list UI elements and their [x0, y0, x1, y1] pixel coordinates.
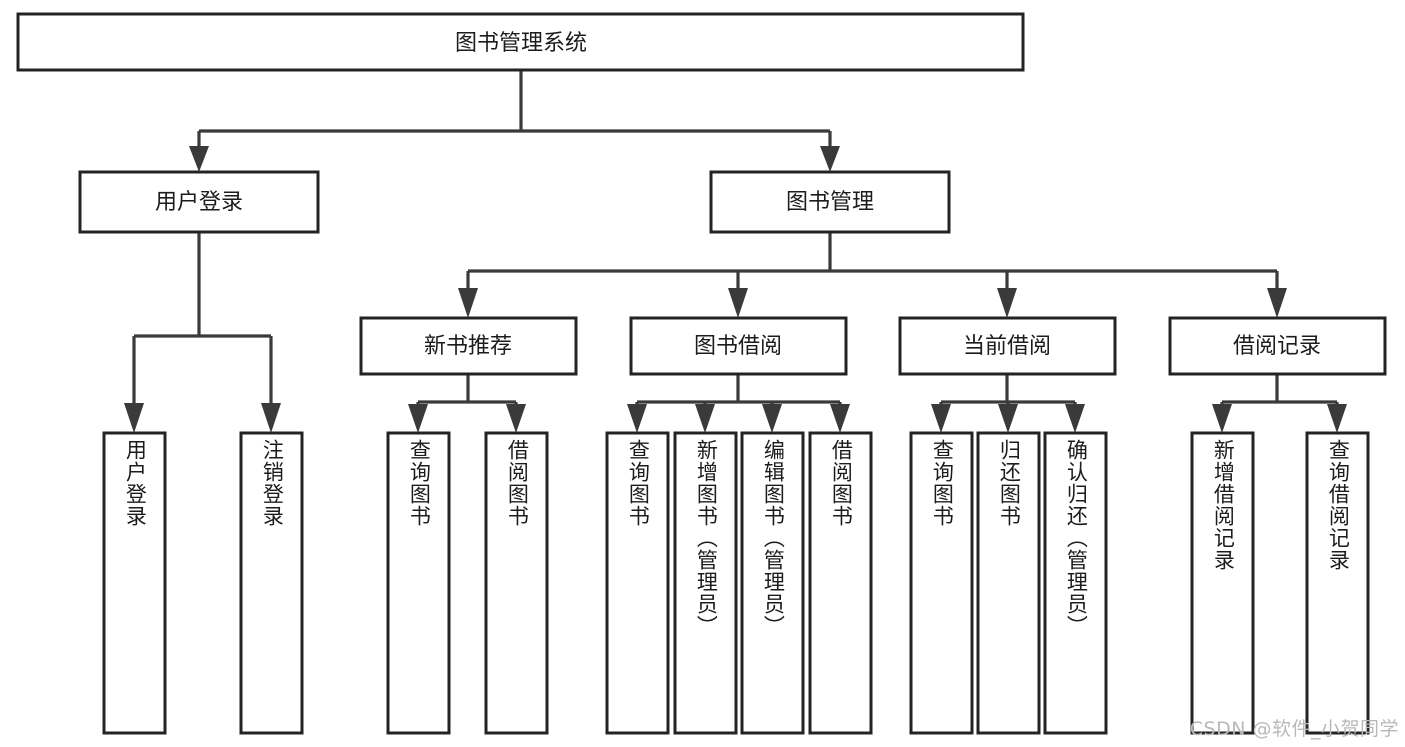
arrow-root-to-user-login [189, 146, 209, 172]
leaf-new-book-2-box [484, 431, 549, 735]
node-book-management[interactable]: 图书管理 [709, 170, 951, 234]
leaf-book-borrow-1[interactable]: 查询图书 [605, 431, 670, 735]
leaf-user-login-2-box [239, 431, 304, 735]
connector-group-user-login [124, 232, 281, 433]
leaf-book-borrow-3-label: 编辑图书（管理员） [761, 439, 786, 637]
leaf-user-login-1[interactable]: 用户登录 [102, 431, 167, 735]
leaf-user-login-2[interactable]: 注销登录 [239, 431, 304, 735]
leaf-user-login-1-label: 用户登录 [123, 439, 148, 527]
leaf-current-borrow-1[interactable]: 查询图书 [909, 431, 974, 735]
node-root-box [16, 12, 1025, 72]
leaf-borrow-record-1[interactable]: 新增借阅记录 [1190, 431, 1255, 735]
arrow-root-to-book-mgmt [820, 146, 840, 172]
node-book-management-label: 图书管理 [786, 190, 874, 215]
leaf-new-book-1-label: 查询图书 [407, 439, 432, 527]
node-book-borrow-box [629, 316, 848, 376]
node-user-login-box [78, 170, 320, 234]
leaf-borrow-record-2-label: 查询借阅记录 [1326, 439, 1351, 571]
leaf-current-borrow-3[interactable]: 确认归还（管理员） [1043, 431, 1108, 735]
arrow-user-login-leaf-1 [124, 403, 144, 433]
node-borrow-record-label: 借阅记录 [1233, 334, 1321, 359]
connector-group-book-mgmt [458, 232, 1287, 318]
arrow-newbook-leaf-1 [408, 404, 428, 433]
node-current-borrow-box [898, 316, 1117, 376]
leaf-book-borrow-1-label: 查询图书 [626, 439, 651, 527]
arrow-current-leaf-1 [931, 404, 951, 433]
leaf-current-borrow-2[interactable]: 归还图书 [976, 431, 1041, 735]
node-book-management-box [709, 170, 951, 234]
node-new-book-recommend[interactable]: 新书推荐 [359, 316, 578, 376]
leaf-book-borrow-2-box [673, 431, 738, 735]
node-root-book-management-system[interactable]: 图书管理系统 [16, 12, 1025, 72]
leaf-borrow-record-1-box [1190, 431, 1255, 735]
arrow-book-mgmt-borrow [728, 288, 748, 318]
node-root-label: 图书管理系统 [455, 31, 587, 56]
node-borrow-record[interactable]: 借阅记录 [1168, 316, 1387, 376]
leaf-current-borrow-1-box [909, 431, 974, 735]
arrow-borrow-leaf-2 [695, 404, 715, 433]
leaf-new-book-2-label: 借阅图书 [505, 439, 530, 527]
node-book-borrow[interactable]: 图书借阅 [629, 316, 848, 376]
leaf-new-book-1-box [386, 431, 451, 735]
leaf-book-borrow-2[interactable]: 新增图书（管理员） [673, 431, 738, 735]
leaf-current-borrow-2-box [976, 431, 1041, 735]
arrow-book-mgmt-current [997, 288, 1017, 318]
arrow-book-mgmt-record [1267, 288, 1287, 318]
leaf-borrow-record-1-label: 新增借阅记录 [1211, 439, 1236, 571]
leaf-current-borrow-2-label: 归还图书 [997, 439, 1022, 527]
leaf-book-borrow-4-box [808, 431, 873, 735]
leaf-book-borrow-3-box [740, 431, 805, 735]
node-borrow-record-box [1168, 316, 1387, 376]
leaf-current-borrow-3-label: 确认归还（管理员） [1064, 439, 1089, 637]
arrow-book-mgmt-new-book [458, 288, 478, 318]
leaf-borrow-record-2[interactable]: 查询借阅记录 [1305, 431, 1370, 735]
node-user-login-label: 用户登录 [155, 190, 243, 215]
leaf-new-book-1[interactable]: 查询图书 [386, 431, 451, 735]
arrow-record-leaf-2 [1327, 404, 1347, 433]
leaf-current-borrow-1-label: 查询图书 [930, 439, 955, 527]
node-new-book-recommend-box [359, 316, 578, 376]
arrow-borrow-leaf-3 [762, 404, 782, 433]
arrow-user-login-leaf-2 [261, 403, 281, 433]
arrow-newbook-leaf-2 [506, 404, 526, 433]
leaf-book-borrow-2-label: 新增图书（管理员） [694, 439, 719, 637]
arrow-borrow-leaf-4 [830, 404, 850, 433]
arrow-current-leaf-3 [1065, 404, 1085, 433]
arrow-record-leaf-1 [1212, 404, 1232, 433]
node-current-borrow[interactable]: 当前借阅 [898, 316, 1117, 376]
node-user-login[interactable]: 用户登录 [78, 170, 320, 234]
node-new-book-recommend-label: 新书推荐 [424, 334, 512, 359]
connector-group-current [931, 374, 1085, 433]
node-book-borrow-label: 图书借阅 [694, 334, 782, 359]
node-current-borrow-label: 当前借阅 [963, 334, 1051, 359]
leaf-new-book-2[interactable]: 借阅图书 [484, 431, 549, 735]
connector-group-root [189, 70, 840, 172]
leaf-book-borrow-4-label: 借阅图书 [829, 439, 854, 527]
leaf-current-borrow-3-box [1043, 431, 1108, 735]
leaf-book-borrow-3[interactable]: 编辑图书（管理员） [740, 431, 805, 735]
arrow-current-leaf-2 [998, 404, 1018, 433]
arrow-borrow-leaf-1 [627, 404, 647, 433]
leaf-book-borrow-1-box [605, 431, 670, 735]
leaf-book-borrow-4[interactable]: 借阅图书 [808, 431, 873, 735]
leaf-user-login-2-label: 注销登录 [260, 439, 285, 527]
connector-group-record [1212, 374, 1347, 433]
connector-group-borrow [627, 374, 850, 433]
leaf-user-login-1-box [102, 431, 167, 735]
connector-group-new-book [408, 374, 526, 433]
leaf-borrow-record-2-box [1305, 431, 1370, 735]
